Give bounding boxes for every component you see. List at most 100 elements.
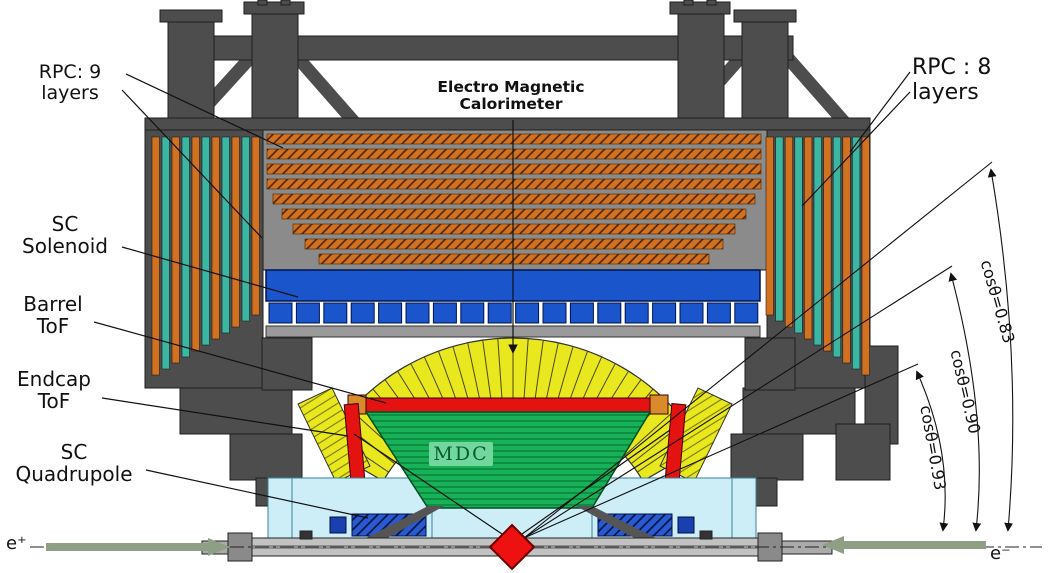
solenoid-coil-segment [569, 302, 594, 324]
leg [167, 21, 215, 127]
endcap-tof-label: Endcap ToF [17, 367, 91, 414]
rpc-endcap-strip [765, 136, 774, 316]
pointer-rpc-right-2 [801, 91, 911, 207]
rpc-endcap-strip [823, 136, 832, 352]
emc-crystal-divider [533, 340, 544, 408]
leg [251, 13, 299, 127]
electron-label: e⁻ [990, 543, 1011, 564]
rpc-endcap-strip [251, 136, 260, 316]
tof-end-block-right [649, 394, 669, 415]
stud [706, 0, 717, 6]
barrel-tof-bar [365, 397, 651, 413]
rpc-endcap-strip [804, 136, 813, 340]
solenoid-label: SC Solenoid [22, 212, 108, 259]
brace-left-inner [293, 53, 361, 129]
pointer-ip-endcap-right [521, 429, 671, 535]
emc-crystal-divider [624, 409, 676, 456]
rpc-endcap-strip [813, 136, 822, 346]
solenoid-coil-segment [515, 302, 540, 324]
pointer-quadrupole [145, 469, 369, 519]
leg [677, 13, 725, 127]
yoke-step [229, 433, 303, 481]
rpc-barrel-layer [292, 223, 736, 235]
cos-093-arc [915, 370, 949, 532]
solenoid-coil-segment [679, 302, 704, 324]
rpc-barrel-layers [266, 133, 762, 265]
pointer-solenoid [121, 246, 299, 298]
cryostat-block [267, 477, 293, 539]
emc-label: Electro Magnetic Calorimeter [437, 78, 585, 114]
rpc-endcap-strip [231, 136, 240, 328]
solenoid-coil-segment [624, 302, 649, 324]
rpc-barrel-label: RPC: 9 layers [38, 61, 102, 105]
rpc-endcap-strip [181, 136, 190, 358]
pointer-rpc-right-1 [849, 71, 911, 153]
magnet-block-right [677, 516, 695, 534]
barrel-tof-label: Barrel ToF [23, 292, 83, 339]
solenoid-coil-segment [432, 302, 457, 324]
emc-crystal-divider [523, 338, 529, 407]
positron-arrowhead [208, 538, 230, 556]
solenoid-coils [268, 302, 759, 324]
solenoid-coil-segment [268, 302, 293, 324]
rpc-endcap-strip [852, 136, 861, 370]
stud [280, 0, 291, 6]
cos-090-line [523, 265, 953, 539]
rpc-endcap-strip [241, 136, 250, 322]
leg-flange [733, 9, 797, 23]
cos-093-line [523, 363, 919, 539]
solenoid-coil-segment [460, 302, 485, 324]
yoke-step [730, 433, 804, 481]
acceptance-angle-lines [523, 161, 1014, 539]
rpc-endcap-strip [861, 136, 870, 376]
leg [741, 21, 789, 127]
solenoid-coil-segment [405, 302, 430, 324]
emc-crystal-divider [497, 338, 503, 407]
rpc-endcap-strip [775, 136, 784, 322]
solenoid-coil-segment [323, 302, 348, 324]
stud [257, 0, 268, 6]
pointer-barrel-tof [93, 321, 387, 404]
cos-083-line [523, 161, 993, 539]
brace-right-outer [783, 53, 851, 129]
rpc-endcap-strip [794, 136, 803, 334]
rpc-endcap-strip [201, 136, 210, 346]
rpc-endcap-strip [784, 136, 794, 328]
stud [683, 0, 694, 6]
support-cone-right [576, 506, 660, 540]
yoke-step [179, 387, 293, 435]
cos-090-arc [948, 272, 982, 532]
label-pointer-lines [93, 71, 911, 535]
mdc-label: MDC [429, 442, 493, 466]
cos-083-arc [987, 168, 1014, 532]
quadrupole-and-supports [329, 506, 695, 540]
pointer-rpc-left-2 [121, 89, 263, 239]
solenoid-coil-segment [597, 302, 622, 324]
pointer-endcap-tof [101, 397, 349, 437]
cryostat-block [731, 477, 757, 539]
beam-pipe-fitting [299, 530, 313, 540]
pointer-ip-endcap-left [353, 433, 503, 535]
rpc-barrel-layer [318, 253, 710, 265]
rpc-endcap-label: RPC : 8 layers [912, 55, 992, 105]
rpc-barrel-layer [304, 238, 724, 250]
leg-flange [669, 1, 731, 15]
solenoid-coil-segment [706, 302, 731, 324]
emc-crystal-divider [482, 340, 493, 408]
rpc-endcap-strip [171, 136, 180, 364]
interaction-point-diamond [488, 523, 536, 571]
beam-pipe-fitting [699, 530, 713, 540]
rpc-endcap-strip [221, 136, 230, 334]
leg-flange [159, 9, 223, 23]
rpc-endcap-right [765, 136, 870, 376]
rpc-endcap-strip [191, 136, 200, 352]
positron-label: e⁺ [6, 533, 27, 554]
solenoid-coil-segment [378, 302, 403, 324]
quadrupole-label: SC Quadrupole [15, 440, 133, 487]
beam-arrows [46, 536, 986, 556]
solenoid-coil-segment [652, 302, 677, 324]
rpc-barrel-layer [266, 133, 762, 145]
rpc-barrel-layer [266, 178, 762, 190]
